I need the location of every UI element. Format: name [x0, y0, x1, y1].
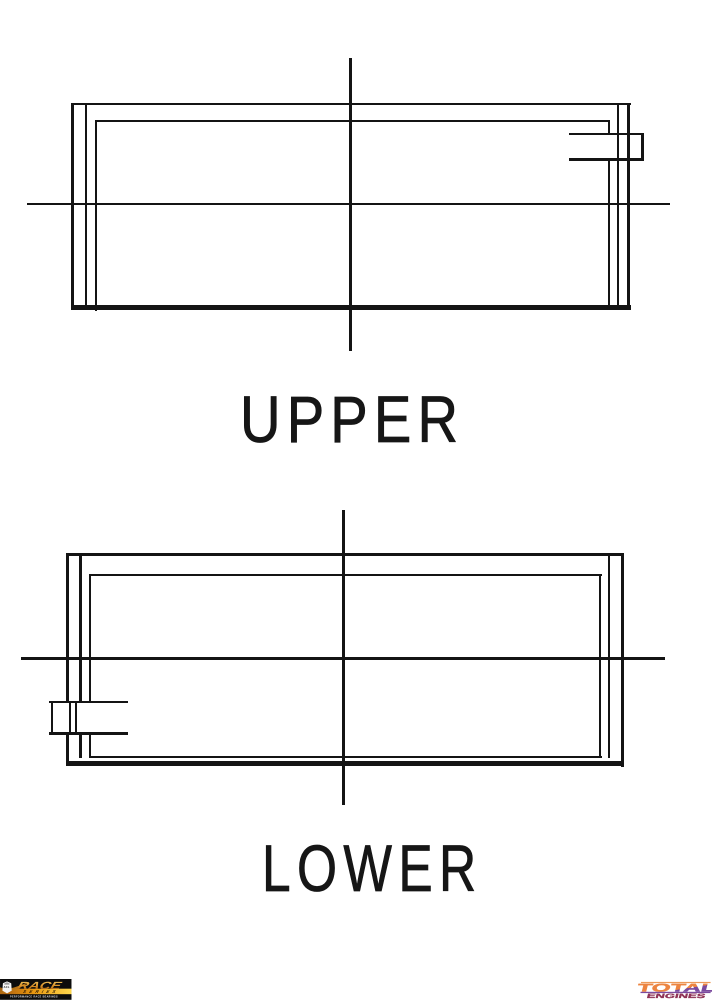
svg-text:ENGINES: ENGINES: [646, 993, 706, 1000]
svg-text:SERIES: SERIES: [22, 989, 59, 994]
svg-text:TOTAL: TOTAL: [636, 982, 712, 994]
svg-text:RACE: RACE: [16, 980, 64, 992]
svg-text:PERFORMANCE RACE BEARINGS: PERFORMANCE RACE BEARINGS: [10, 996, 58, 999]
svg-text:ACL: ACL: [4, 985, 10, 989]
